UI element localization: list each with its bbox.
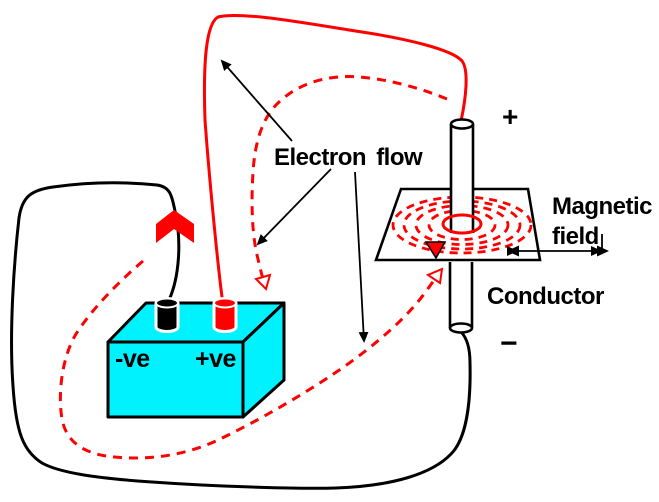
electron-flow-label: Electron flow <box>274 144 423 171</box>
conductor-label: Conductor <box>487 283 604 310</box>
battery-positive-label: +ve <box>195 345 236 373</box>
conductor-lower <box>448 262 474 334</box>
arrowhead-left <box>507 245 519 257</box>
field-inner-ring <box>441 213 483 235</box>
electron-flow-open-arrowhead-up <box>425 267 444 285</box>
battery-negative-label: -ve <box>115 345 150 373</box>
battery <box>106 297 286 419</box>
magnetic-field-pointer-arrow <box>507 234 609 257</box>
conductor-top-cap <box>449 118 475 130</box>
red-circuit-wire <box>202 13 468 299</box>
minus-polarity-sign: − <box>500 327 518 360</box>
electron-flow-dashed-upper <box>250 75 448 291</box>
black-circuit-wire <box>10 181 472 490</box>
electron-flow-open-arrowhead-down <box>254 273 272 291</box>
conductor-bottom-cap <box>448 322 474 334</box>
battery-front-face <box>106 340 245 419</box>
magnetic-field-label-line1: Magnetic <box>552 193 653 220</box>
pointer-to-red-wire <box>220 59 293 142</box>
pointer-to-dashed-lower <box>354 171 369 343</box>
current-direction-chevron-arrow <box>156 210 194 243</box>
battery-terminal-positive-cap <box>213 297 237 309</box>
plus-polarity-sign: + <box>502 101 518 132</box>
pointer-to-dashed-upper <box>256 168 332 246</box>
magnetic-field-label-line2: field <box>552 223 599 250</box>
arrowhead-right <box>597 245 609 257</box>
field-direction-arrowhead <box>424 241 447 260</box>
battery-terminal-negative-cap <box>155 297 179 309</box>
label-pointer-arrows <box>220 59 369 343</box>
electron-flow-dashed-lower <box>58 259 444 460</box>
conductor-upper <box>449 118 475 234</box>
